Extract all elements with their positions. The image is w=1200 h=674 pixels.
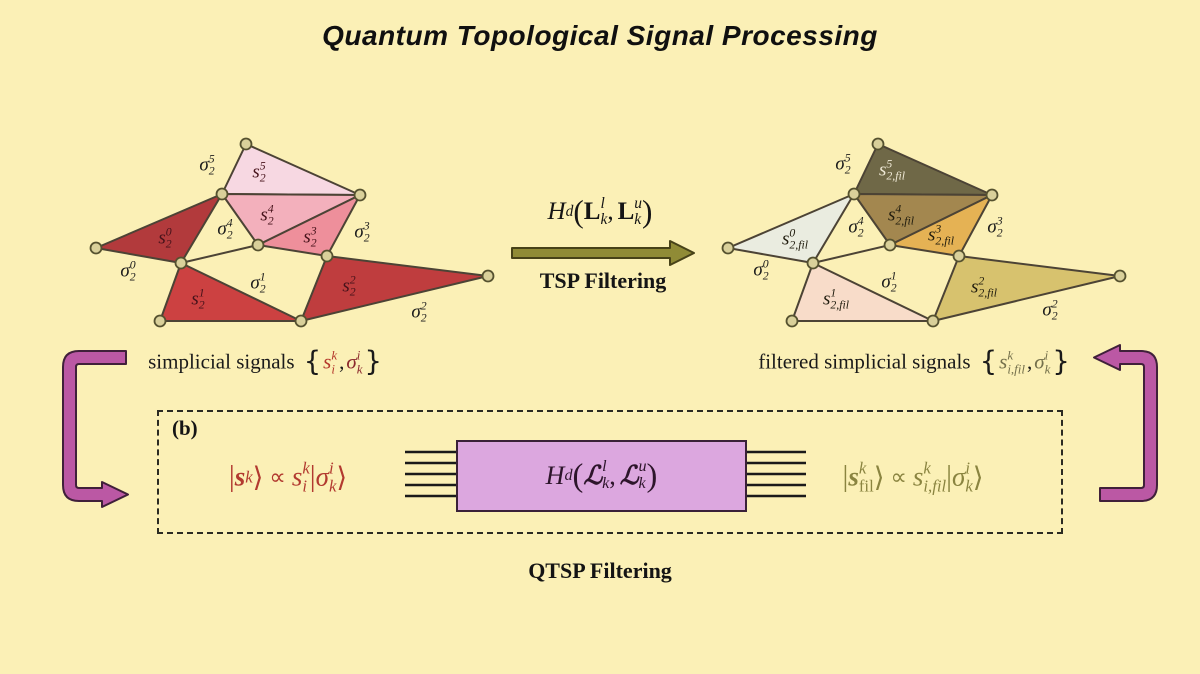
- left-simplicial-complex: [89, 137, 495, 328]
- right-loop-arrow-icon: [1093, 344, 1158, 502]
- right-triangle-s1: [791, 262, 934, 322]
- right-triangle-s3: [889, 194, 993, 257]
- left-triangle-s2: [300, 255, 489, 322]
- circuit-output-wires: [747, 450, 806, 498]
- left-vertices: [89, 137, 495, 328]
- left-triangle-s5: [221, 143, 361, 196]
- right-vertices: [721, 137, 1127, 328]
- circuit-input-wires: [405, 450, 456, 498]
- right-triangle-s0: [727, 193, 855, 264]
- panel-tag: (b): [172, 416, 198, 440]
- left-triangle-s3: [257, 194, 361, 257]
- tsp-arrow-icon: [511, 240, 695, 266]
- page-title: Quantum Topological Signal Processing: [322, 20, 878, 51]
- circuit-panel-box: [157, 410, 1063, 534]
- right-edge: [812, 244, 891, 264]
- right-triangle-s5: [853, 143, 993, 196]
- qtsp-filtering-label: QTSP Filtering: [528, 558, 672, 583]
- left-triangle-s1: [159, 262, 302, 322]
- right-triangle-s2: [932, 255, 1121, 322]
- tsp-filtering-label: TSP Filtering: [539, 268, 667, 293]
- right-simplicial-complex: [721, 137, 1127, 328]
- left-triangle-s0: [95, 193, 223, 264]
- left-edge: [180, 244, 259, 264]
- left-loop-arrow-icon: [62, 350, 129, 508]
